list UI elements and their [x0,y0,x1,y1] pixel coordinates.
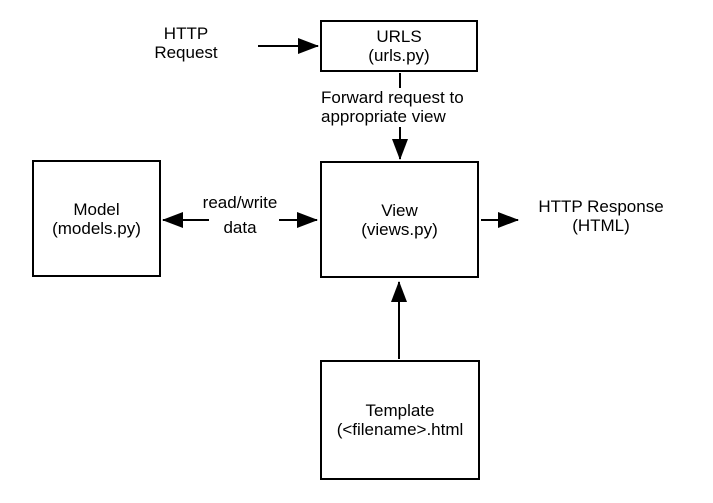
read-write-data-label-line2: data [223,218,257,237]
http-response-label: HTTP Response (HTML) [521,197,681,235]
forward-request-label-line2: appropriate view [321,107,446,126]
read-write-data-label: read/write data [194,193,286,237]
view-node-subtitle: (views.py) [361,219,438,239]
read-write-data-label-line1: read/write [202,193,278,212]
urls-node-subtitle: (urls.py) [368,46,430,65]
urls-node: URLS (urls.py) [320,20,478,72]
template-node-subtitle: (<filename>.html [336,420,464,439]
model-node-title: Model [73,199,120,219]
forward-request-label: Forward request to appropriate view [321,88,464,126]
http-response-label-line2: (HTML) [572,216,630,235]
http-response-label-line1: HTTP Response [538,197,664,216]
template-node: Template (<filename>.html [320,360,480,480]
template-node-title: Template [365,401,435,420]
urls-node-title: URLS [376,27,422,46]
forward-request-label-line1: Forward request to [321,88,464,107]
http-request-label-line1: HTTP [163,24,209,43]
view-node: View (views.py) [320,161,479,278]
model-node-subtitle: (models.py) [52,218,141,238]
http-request-label: HTTP Request [141,24,231,62]
view-node-title: View [381,200,418,220]
http-request-label-line2: Request [154,43,218,62]
model-node: Model (models.py) [32,160,161,277]
